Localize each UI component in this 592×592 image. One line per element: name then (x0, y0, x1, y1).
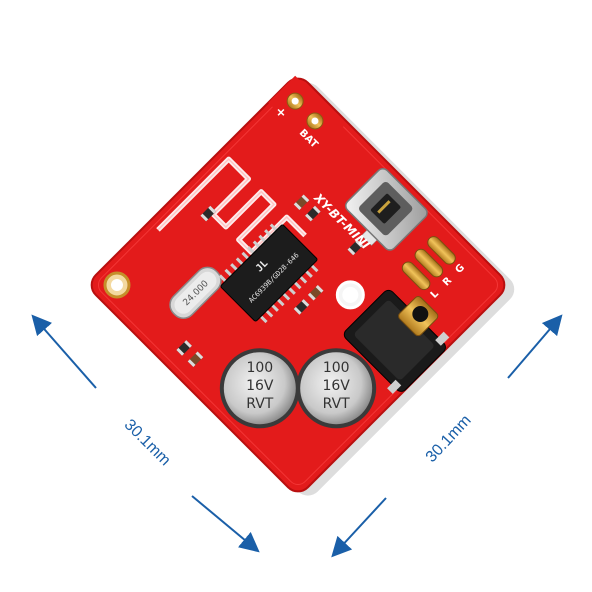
mounting-hole-icon (335, 280, 365, 310)
capacitor-1-value: 100 (246, 360, 273, 376)
capacitor-2-series: RVT (323, 396, 351, 412)
capacitor-2-value: 100 (323, 360, 350, 376)
audio-jack-3-5mm (343, 289, 450, 394)
mounting-hole-icon (103, 271, 131, 299)
audio-output-pads: L R G (401, 236, 467, 301)
smd-components (176, 194, 378, 368)
capacitor-1-voltage: 16V (246, 378, 274, 394)
dimension-left-label: 30.1mm (121, 416, 174, 469)
capacitor-1-series: RVT (246, 396, 274, 412)
pcb-board: 24.000 JL AC6939B/GD28-646 (90, 75, 515, 496)
micro-usb-port (344, 167, 428, 251)
electrolytic-capacitor-1: 100 16V RVT (219, 348, 300, 429)
dimension-right-label: 30.1mm (423, 412, 475, 466)
capacitor-2-voltage: 16V (322, 378, 350, 394)
electrolytic-capacitor-2: 100 16V RVT (296, 348, 377, 429)
